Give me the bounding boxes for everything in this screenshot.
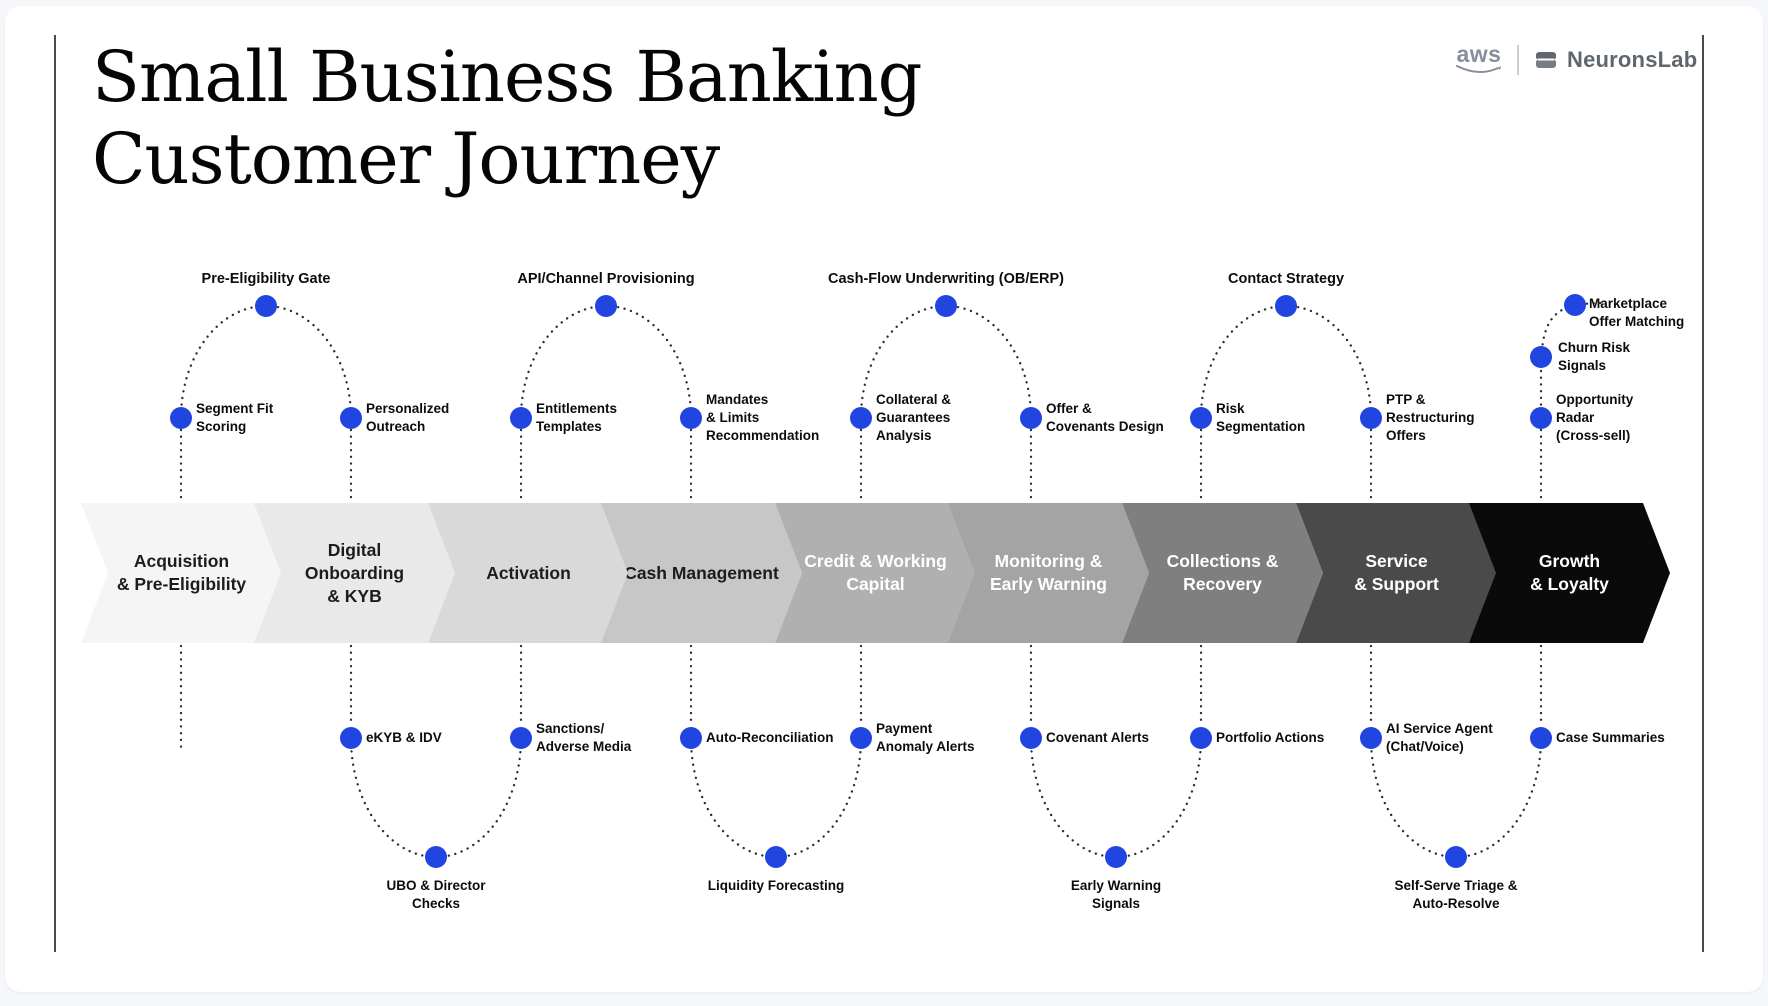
partner-wordmark: NeuronsLab <box>1567 47 1698 72</box>
bottom-arc-3 <box>1029 736 1203 859</box>
label-mandates-limits: Mandates & Limits Recommendation <box>706 392 820 443</box>
dot-entitlements <box>510 407 532 429</box>
stage-growth-loyalty: Growth & Loyalty <box>1469 503 1670 643</box>
stage-monitoring-early-warning: Monitoring & Early Warning <box>948 503 1149 643</box>
label-covenant-alerts: Covenant Alerts <box>1046 730 1150 745</box>
label-contact-strategy: Contact Strategy <box>1227 271 1345 287</box>
dot-early-warning <box>1105 846 1127 868</box>
label-payment-anomaly-alerts: Payment Anomaly Alerts <box>876 721 975 754</box>
partner-logo: NeuronsLab <box>1533 47 1697 73</box>
stage-activation: Activation <box>428 503 629 643</box>
label-ubo-director-checks: UBO & Director Checks <box>386 878 486 911</box>
stage-collections-recovery: Collections & Recovery <box>1122 503 1323 643</box>
dot-pre-eligibility-gate <box>255 295 277 317</box>
journey-dots <box>170 294 1586 868</box>
logo-bar: aws NeuronsLab <box>1455 40 1697 80</box>
label-personalized-outreach: Personalized Outreach <box>366 401 450 434</box>
left-edge-rule <box>54 35 56 952</box>
dot-case-summaries <box>1530 727 1552 749</box>
label-self-serve-triage: Self-Serve Triage & Auto-Resolve <box>1394 878 1518 911</box>
label-churn-risk-signals: Churn Risk Signals <box>1558 340 1631 373</box>
label-liquidity-forecasting: Liquidity Forecasting <box>707 878 845 893</box>
dot-marketplace-offer <box>1564 294 1586 316</box>
dot-risk-segmentation <box>1190 407 1212 429</box>
label-portfolio-actions: Portfolio Actions <box>1216 730 1325 745</box>
label-cashflow-underwriting: Cash-Flow Underwriting (OB/ERP) <box>827 271 1065 287</box>
slide-card <box>5 6 1763 992</box>
label-risk-segmentation: Risk Segmentation <box>1216 401 1306 434</box>
label-collateral-guarantees: Collateral & Guarantees Analysis <box>876 392 952 443</box>
dot-auto-reconciliation <box>680 727 702 749</box>
label-case-summaries: Case Summaries <box>1556 730 1665 745</box>
label-opportunity-radar: Opportunity Radar (Cross-sell) <box>1556 392 1634 443</box>
page-title-line1: Small Business Banking <box>92 36 922 118</box>
dot-segment-fit <box>170 407 192 429</box>
dot-personalized-outreach <box>340 407 362 429</box>
stage-acquisition: Acquisition & Pre-Eligibility <box>81 503 282 643</box>
label-segment-fit-scoring: Segment Fit Scoring <box>196 401 274 434</box>
dot-portfolio-actions <box>1190 727 1212 749</box>
label-ekyb-idv: eKYB & IDV <box>366 730 442 745</box>
aws-smile-icon <box>1456 65 1501 73</box>
label-ai-service-agent: AI Service Agent (Chat/Voice) <box>1386 721 1493 754</box>
bottom-arc-2 <box>689 736 863 859</box>
dot-churn-risk <box>1530 346 1552 368</box>
dot-cashflow-underwriting <box>935 295 957 317</box>
aws-wordmark: aws <box>1456 41 1502 67</box>
label-pre-eligibility-gate: Pre-Eligibility Gate <box>201 271 331 287</box>
dot-collateral <box>850 407 872 429</box>
dot-ubo-director <box>425 846 447 868</box>
label-entitlements-templates: Entitlements Templates <box>536 401 618 434</box>
logo-separator <box>1517 45 1519 75</box>
stage-service-support: Service & Support <box>1296 503 1497 643</box>
stage-credit-working-capital: Credit & Working Capital <box>775 503 976 643</box>
stage-digital-onboarding: Digital Onboarding & KYB <box>254 503 455 643</box>
dot-sanctions <box>510 727 532 749</box>
stage-cash-management: Cash Management <box>601 503 802 643</box>
label-sanctions-adverse-media: Sanctions/ Adverse Media <box>536 721 632 754</box>
page-title-line2: Customer Journey <box>92 118 720 200</box>
label-offer-covenants-design: Offer & Covenants Design <box>1046 401 1164 434</box>
label-api-channel-provisioning: API/Channel Provisioning <box>517 271 695 287</box>
neuronslab-cube-icon <box>1536 52 1556 68</box>
dot-opportunity-radar <box>1530 407 1552 429</box>
dot-contact-strategy <box>1275 295 1297 317</box>
dot-offer-covenants <box>1020 407 1042 429</box>
dot-ai-service-agent <box>1360 727 1382 749</box>
bottom-arc-1 <box>349 736 523 859</box>
dot-covenant-alerts <box>1020 727 1042 749</box>
label-early-warning-signals: Early Warning Signals <box>1070 878 1162 911</box>
dot-ptp <box>1360 407 1382 429</box>
right-edge-rule <box>1702 35 1704 952</box>
label-auto-reconciliation: Auto-Reconciliation <box>706 730 834 745</box>
dot-self-serve-triage <box>1445 846 1467 868</box>
aws-logo: aws <box>1455 41 1503 76</box>
page-title: Small Business Banking Customer Journey <box>92 36 922 200</box>
label-ptp-restructuring: PTP & Restructuring Offers <box>1386 392 1475 443</box>
dot-ekyb-idv <box>340 727 362 749</box>
dot-payment-anomaly <box>850 727 872 749</box>
label-marketplace-offer-matching: Marketplace Offer Matching <box>1589 296 1685 329</box>
dot-api-channel <box>595 295 617 317</box>
dot-liquidity-forecasting <box>765 846 787 868</box>
dot-mandates <box>680 407 702 429</box>
